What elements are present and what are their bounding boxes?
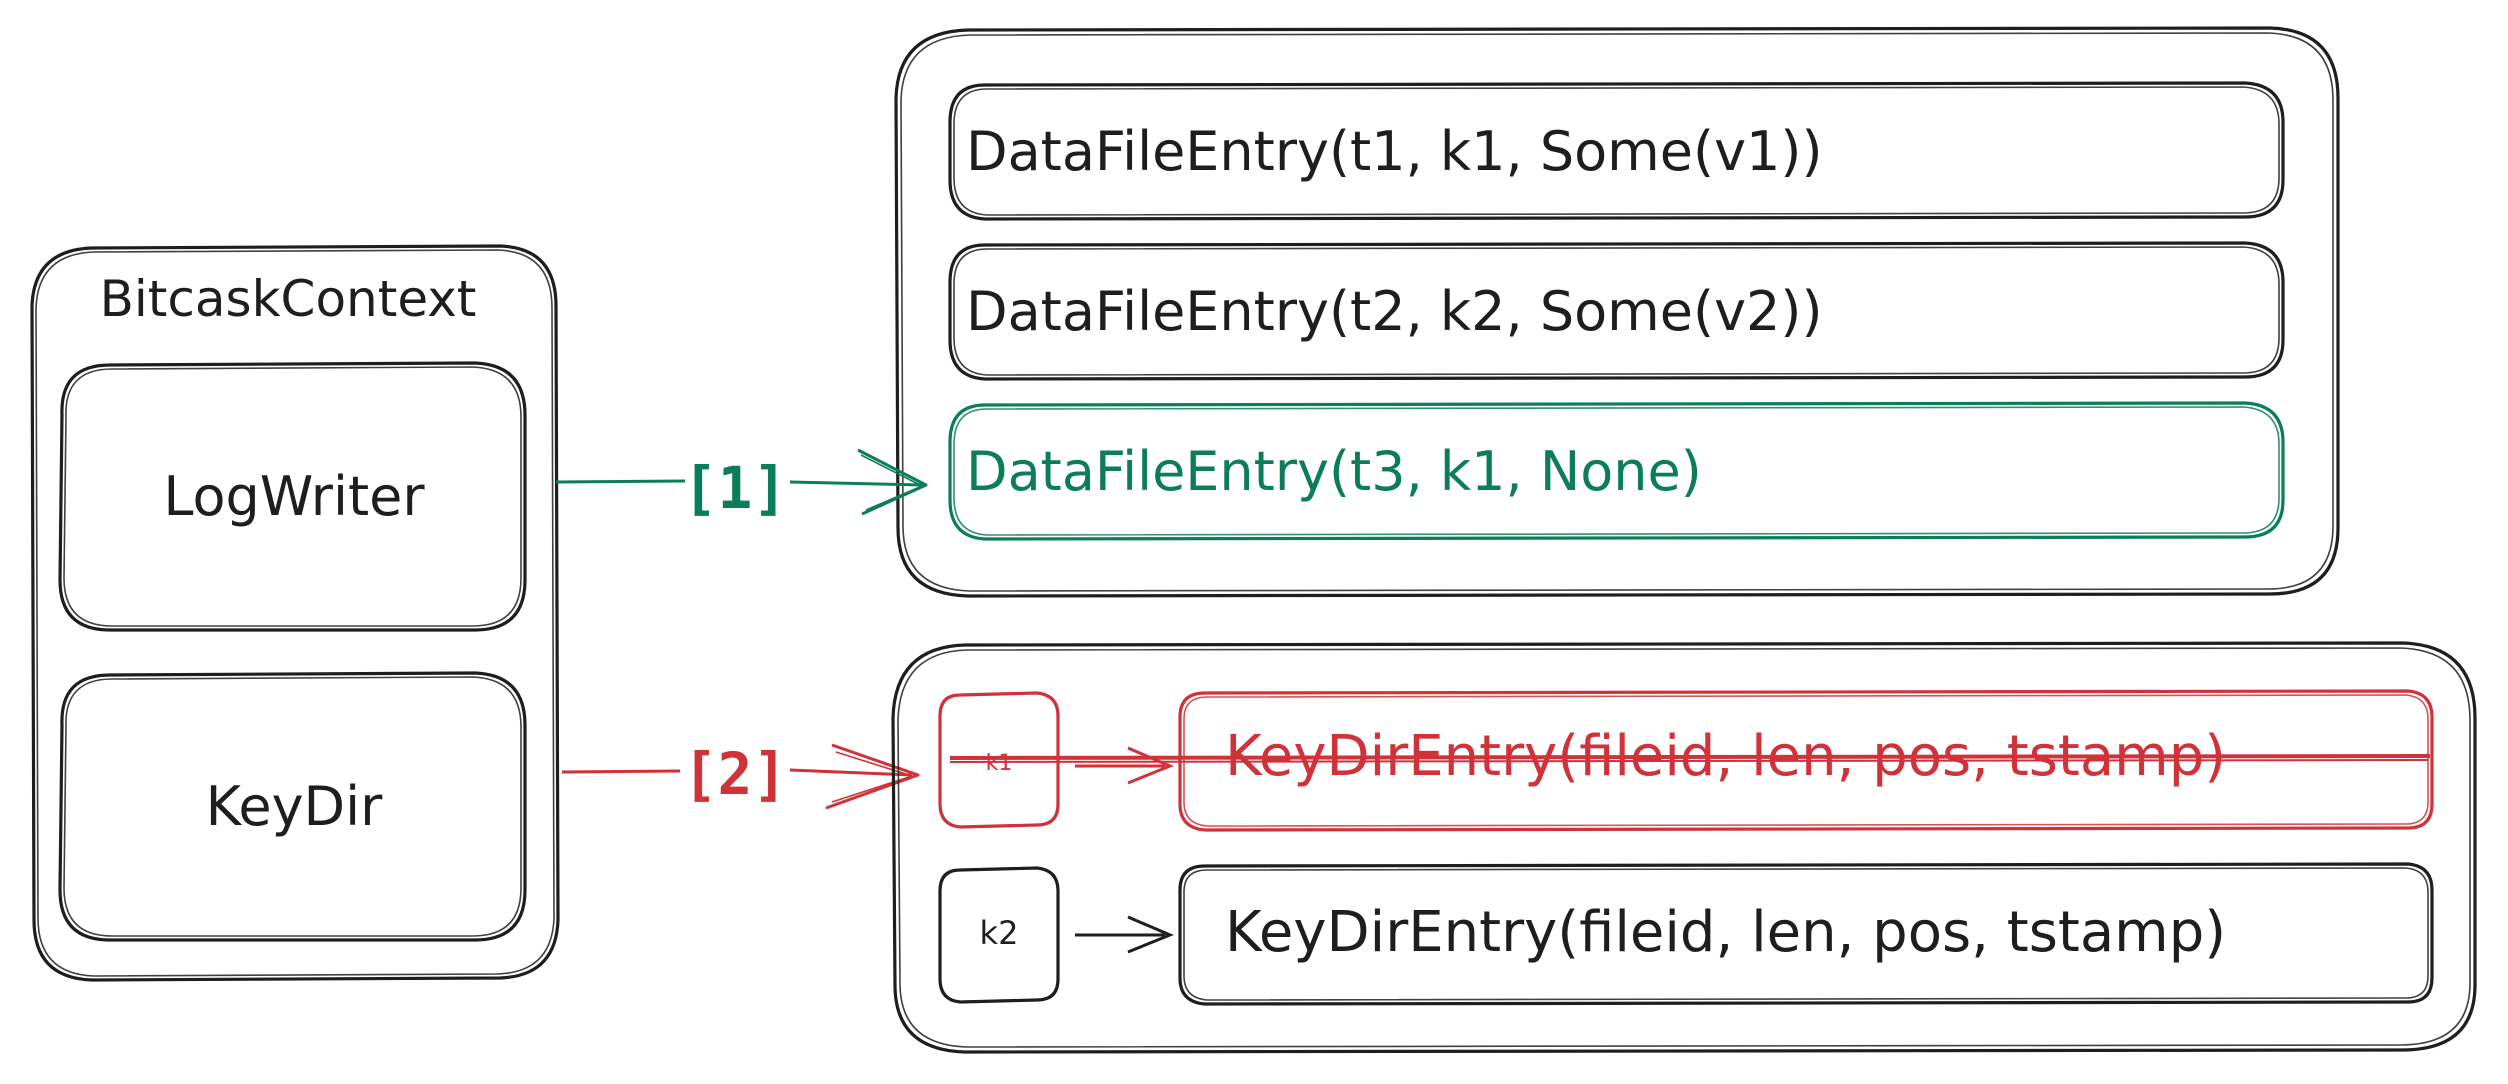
data-file-entry-2: DataFileEntry(t2, k2, Some(v2)) xyxy=(948,241,2285,381)
key-box-k1: k1 xyxy=(938,691,1060,829)
key-label-k2: k2 xyxy=(980,914,1019,952)
data-file-entry-1: DataFileEntry(t1, k1, Some(v1)) xyxy=(948,81,2285,221)
keydir-container: k1 KeyDirEntry(fileid, len, pos, tstamp)… xyxy=(891,641,2477,1054)
keydir-label: KeyDir xyxy=(206,775,383,838)
data-file-container: DataFileEntry(t1, k1, Some(v1)) DataFile… xyxy=(894,26,2340,598)
data-file-entry-3: DataFileEntry(t3, k1, None) xyxy=(948,401,2285,541)
data-file-entry-3-label: DataFileEntry(t3, k1, None) xyxy=(966,440,1702,503)
arrow-step-2-label: [2] xyxy=(683,740,788,808)
key-label-k1: k1 xyxy=(986,751,1013,776)
data-file-entry-1-label: DataFileEntry(t1, k1, Some(v1)) xyxy=(966,120,1823,183)
keydir-entry-k2: KeyDirEntry(fileid, len, pos, tstamp) xyxy=(1178,862,2434,1006)
keydir-box: KeyDir xyxy=(58,671,527,942)
arrow-step-1-label: [1] xyxy=(683,454,788,522)
key-box-k2: k2 xyxy=(938,866,1060,1004)
logwriter-label: LogWriter xyxy=(163,465,425,528)
keydir-row-k1: k1 KeyDirEntry(fileid, len, pos, tstamp) xyxy=(938,689,2434,832)
bitcask-context: BitcaskContext LogWriter KeyDir xyxy=(30,244,560,982)
arrow-step-2: [2] xyxy=(561,740,920,810)
data-file-entry-2-label: DataFileEntry(t2, k2, Some(v2)) xyxy=(966,280,1823,343)
keydir-row-k2: k2 KeyDirEntry(fileid, len, pos, tstamp) xyxy=(938,862,2434,1006)
arrow-step-1: [1] xyxy=(555,448,928,522)
keydir-entry-k2-label: KeyDirEntry(fileid, len, pos, tstamp) xyxy=(1225,900,2226,965)
context-title: BitcaskContext xyxy=(100,270,477,328)
logwriter-box: LogWriter xyxy=(58,361,527,632)
strikethrough-line xyxy=(949,754,2431,760)
